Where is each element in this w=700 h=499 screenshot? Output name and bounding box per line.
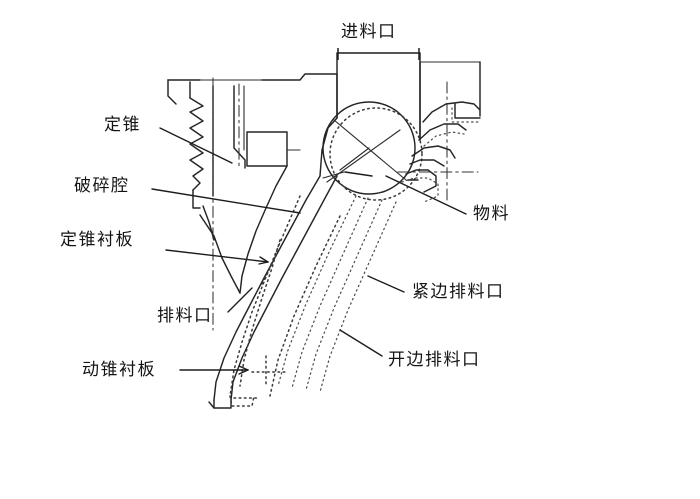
leader-lines (151, 127, 467, 375)
label-crushing-chamber: 破碎腔 (74, 176, 130, 196)
mounting-block-detail (233, 83, 301, 169)
label-fixed-cone: 定锥 (104, 115, 141, 135)
leader-fixed-cone (159, 127, 233, 164)
fixed-cone-liner-thread-profile (189, 77, 214, 331)
label-moving-cone-liner: 动锥衬板 (82, 360, 156, 380)
leader-moving-cone-liner-arrow (238, 365, 249, 371)
leader-fixed-cone-liner-arrow2 (258, 261, 269, 265)
fixed-cone-body-outline (167, 79, 338, 409)
material-flow-streams (269, 195, 397, 397)
eccentric-circle-assembly (322, 101, 423, 201)
label-open-side-discharge-opening: 开边排料口 (388, 350, 481, 370)
label-discharge-opening: 排料口 (157, 306, 213, 326)
label-tight-side-discharge-opening: 紧边排料口 (412, 282, 505, 302)
leader-fixed-cone-liner (165, 249, 269, 263)
leader-moving-cone-liner-arrow2 (238, 369, 249, 375)
label-feed-opening: 进料口 (341, 22, 397, 42)
right-bracket-detail (397, 81, 481, 203)
leader-tight-side-discharge (367, 275, 405, 293)
leader-fixed-cone-liner-arrow (259, 256, 269, 263)
feed-opening-dimension-bracket (336, 48, 421, 141)
moving-cone-ghost-position (229, 195, 301, 407)
label-material: 物料 (473, 204, 510, 224)
leader-material (385, 175, 467, 215)
leader-open-side-discharge (339, 329, 383, 357)
label-fixed-cone-liner: 定锥衬板 (60, 230, 134, 250)
leader-discharge-opening (227, 287, 253, 313)
leader-crushing-chamber (151, 188, 301, 214)
